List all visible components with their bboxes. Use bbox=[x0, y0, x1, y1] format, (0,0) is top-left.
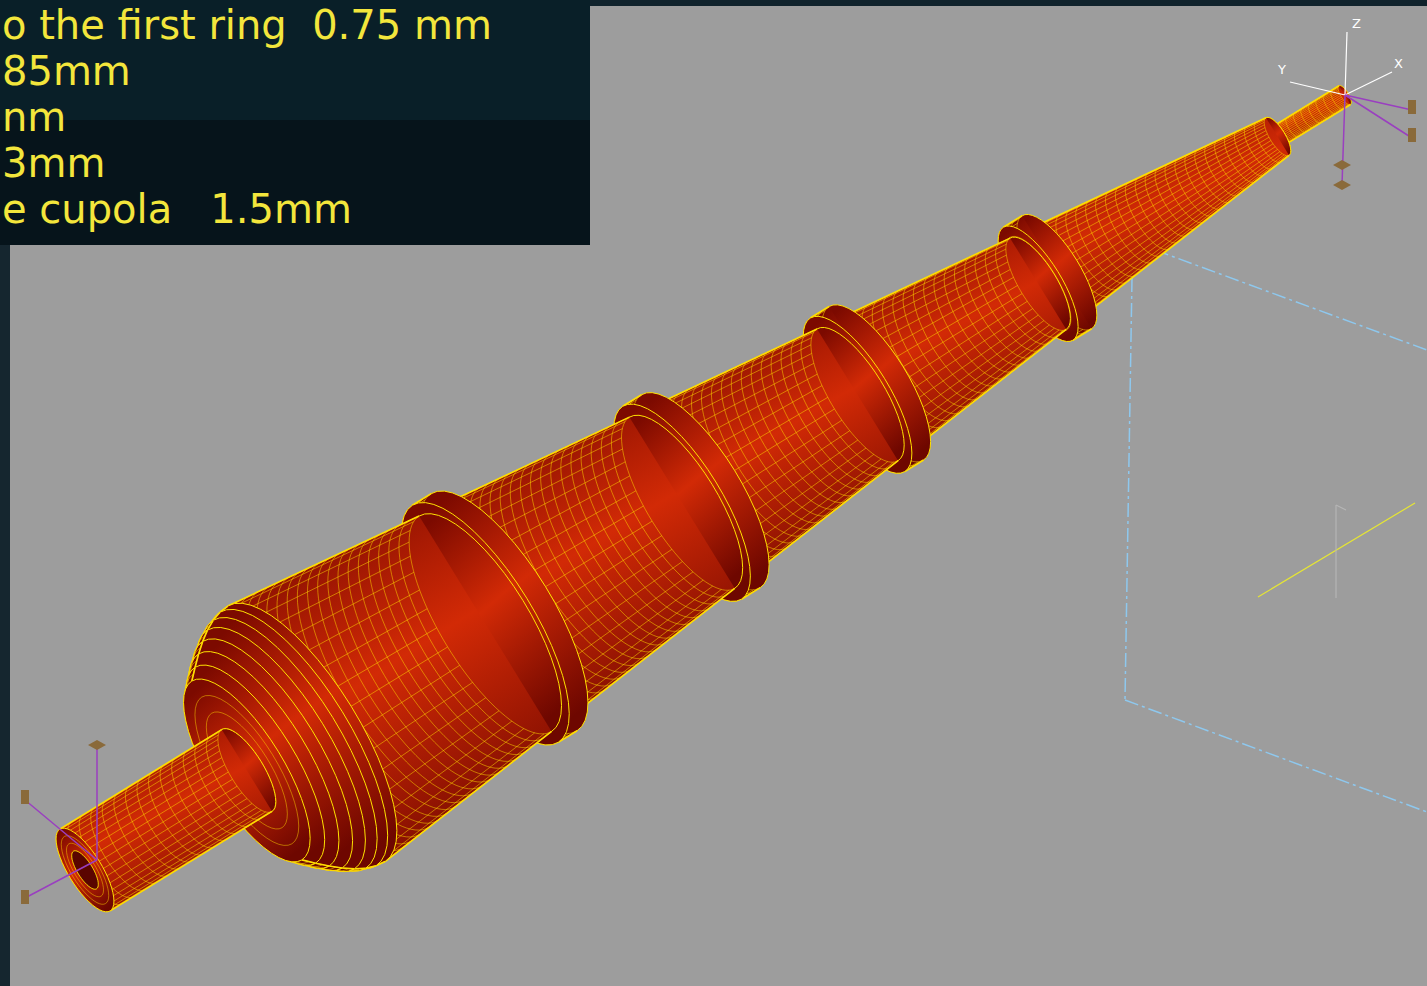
reference-box bbox=[1125, 250, 1427, 812]
axis-label: X bbox=[1394, 56, 1403, 71]
mesh-lines bbox=[61, 836, 108, 905]
dimension-note: 85mm bbox=[2, 48, 131, 94]
tube-bore bbox=[72, 851, 99, 889]
mesh-lines bbox=[56, 730, 272, 912]
dimension-note: e cupola 1.5mm bbox=[2, 186, 352, 232]
axis-label: Z bbox=[1352, 16, 1361, 31]
text-panel bbox=[0, 0, 590, 120]
coordinate-triad bbox=[21, 740, 106, 904]
text-panel bbox=[0, 0, 590, 245]
dimension-note: nm bbox=[2, 94, 66, 140]
reference-line bbox=[1258, 503, 1415, 597]
axis-label: Y bbox=[1278, 62, 1286, 77]
mesh-segment bbox=[56, 729, 276, 912]
reference-line bbox=[1335, 505, 1336, 598]
reference-line bbox=[1336, 505, 1346, 510]
dimension-note: o the first ring 0.75 mm bbox=[2, 2, 492, 48]
mesh-face bbox=[56, 828, 114, 912]
coordinate-triad bbox=[1290, 32, 1416, 190]
dimension-note: 3mm bbox=[2, 140, 105, 186]
